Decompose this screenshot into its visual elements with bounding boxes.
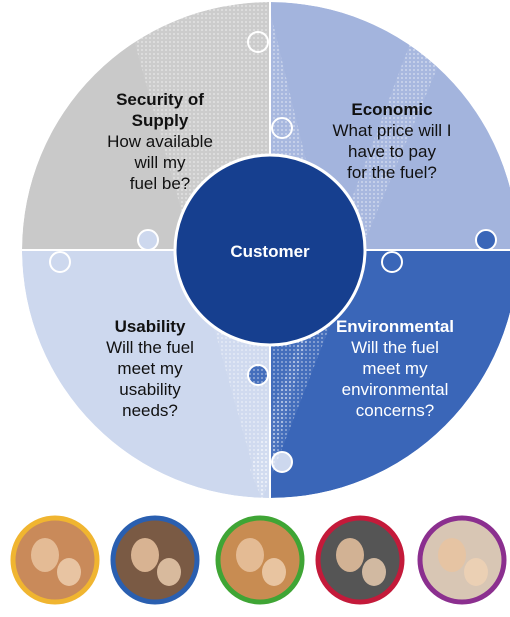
usability-title-line: Usability (115, 317, 186, 336)
customer-hub (173, 153, 367, 347)
security-body-line: will my (134, 153, 186, 172)
security-body-line: How available (107, 132, 213, 151)
photo-row (10, 515, 507, 605)
photo-mother-child (215, 515, 305, 605)
economic-body-line: for the fuel? (347, 163, 437, 182)
usability-body-line: needs? (122, 401, 178, 420)
environmental-body-line: environmental (342, 380, 449, 399)
environmental-body-line: concerns? (356, 401, 434, 420)
usability-body-line: Will the fuel (106, 338, 194, 357)
environmental-body-line: meet my (362, 359, 428, 378)
customer-label: Customer (230, 242, 310, 261)
economic-title-line: Economic (351, 100, 432, 119)
environmental-body-line: Will the fuel (351, 338, 439, 357)
security-body-line: fuel be? (130, 174, 191, 193)
economic-body-line: What price will I (332, 121, 451, 140)
photo-elderly-couple (10, 515, 100, 605)
usability-body-line: usability (119, 380, 181, 399)
photo-senior-couple (417, 515, 507, 605)
usability-body-line: meet my (117, 359, 183, 378)
environmental-title-line: Environmental (336, 317, 454, 336)
economic-body-line: have to pay (348, 142, 436, 161)
photo-father-child (110, 515, 200, 605)
security-title-line: Security of (116, 90, 204, 109)
photo-driver (315, 515, 405, 605)
security-title-line: Supply (132, 111, 189, 130)
